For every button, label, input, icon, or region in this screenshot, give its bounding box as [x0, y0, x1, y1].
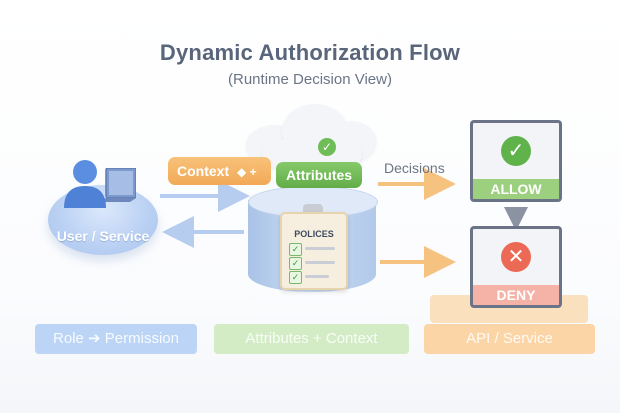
- context-tag: Context ◆ +: [168, 157, 271, 185]
- api-service-label: API / Service: [424, 324, 595, 354]
- allow-label: ALLOW: [473, 179, 559, 199]
- allow-panel: ✓ ALLOW: [470, 120, 562, 202]
- x-circle-icon: ✕: [501, 242, 531, 272]
- role-permission-label: Role ➔ Permission: [35, 324, 197, 354]
- policy-line: [305, 247, 335, 250]
- check-icon: ✓: [289, 257, 302, 270]
- user-avatar-icon: [62, 158, 108, 214]
- user-service-label: User / Service: [56, 228, 150, 244]
- policies-label: POLICES: [294, 229, 334, 239]
- diamond-plus-icon: ◆ +: [237, 165, 257, 179]
- diagram-title: Dynamic Authorization Flow: [159, 40, 461, 65]
- decisions-label: Decisions: [384, 160, 445, 176]
- deny-panel: ✕ DENY: [470, 226, 562, 308]
- check-circle-icon: ✓: [501, 136, 531, 166]
- context-label: Context: [177, 163, 230, 179]
- attributes-context-label: Attributes + Context: [214, 324, 409, 354]
- deny-label: DENY: [473, 285, 559, 305]
- laptop-icon: [100, 167, 137, 208]
- policy-line: [305, 261, 335, 264]
- check-icon: ✓: [289, 271, 302, 284]
- check-icon: ✓: [289, 243, 302, 256]
- policy-line: [305, 275, 329, 278]
- diagram-subtitle: (Runtime Decision View): [228, 71, 392, 88]
- attributes-tag: Attributes: [276, 162, 362, 188]
- shield-icon: ✓: [318, 138, 336, 156]
